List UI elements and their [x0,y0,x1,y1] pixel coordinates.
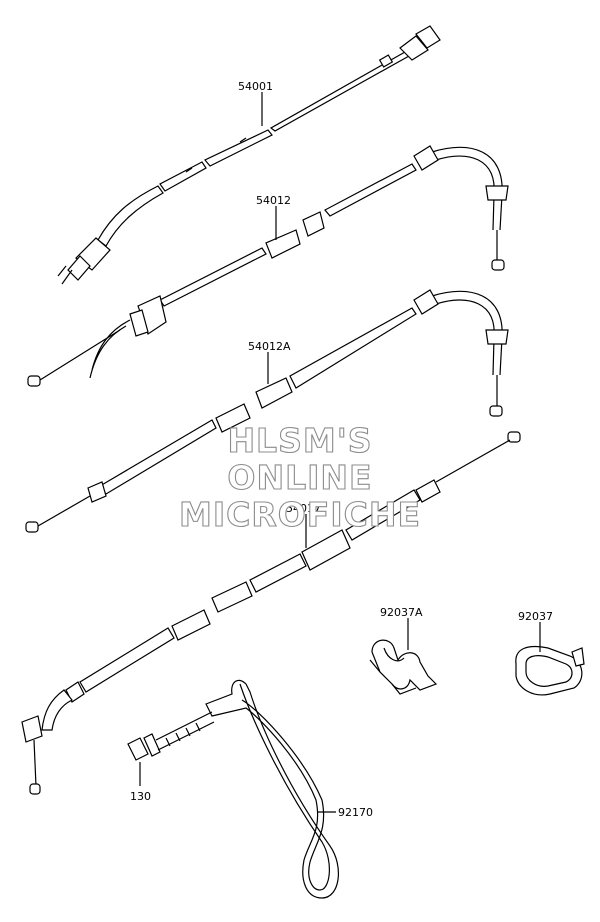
part-label-92037[interactable]: 92037 [518,610,553,623]
throttle-cable-accelerator[interactable] [27,145,509,387]
cable-clamp-band[interactable] [515,645,585,696]
speedometer-cable[interactable] [57,25,441,285]
part-label-130[interactable]: 130 [130,790,151,803]
watermark-line-1: HLSM'S [227,421,372,460]
part-label-54001[interactable]: 54001 [238,80,273,93]
part-label-54012a[interactable]: 54012A [248,340,291,353]
flanged-bolt[interactable] [127,711,215,761]
clutch-cable[interactable] [21,431,521,795]
part-label-92037a[interactable]: 92037A [380,606,423,619]
throttle-cable-decelerator[interactable] [25,289,509,533]
watermark-line-3: MICROFICHE [179,495,421,534]
cable-guide-clamp[interactable] [205,679,339,899]
watermark-line-2: ONLINE [227,458,372,497]
part-label-54012[interactable]: 54012 [256,194,291,207]
part-label-54017[interactable]: 54017 [286,502,321,515]
part-label-92170[interactable]: 92170 [338,806,373,819]
double-cable-clamp[interactable] [369,639,438,695]
